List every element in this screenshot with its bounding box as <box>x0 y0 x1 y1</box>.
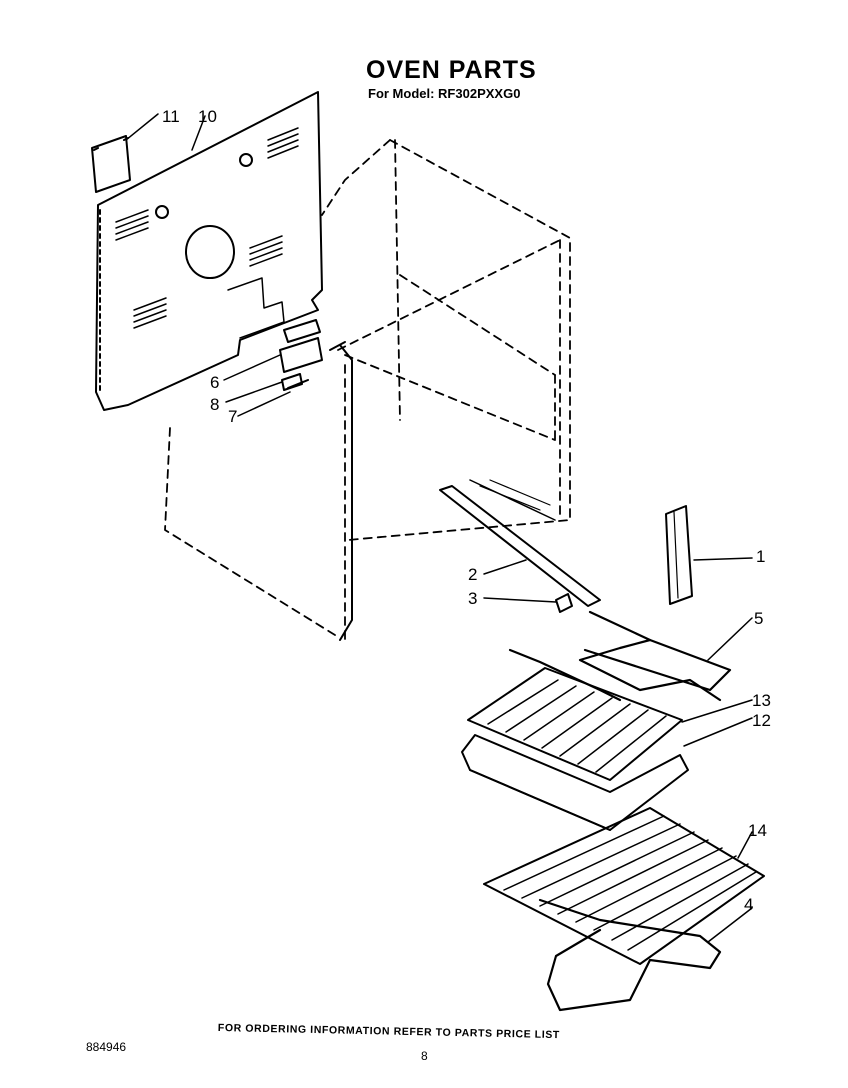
callout-5: 5 <box>754 609 763 628</box>
part-4-bake-element <box>538 898 722 1012</box>
part-10-back-panel <box>95 91 323 411</box>
part-11-bracket <box>91 135 131 193</box>
callout-13: 13 <box>752 691 771 710</box>
page-number: 8 <box>421 1049 428 1063</box>
callout-1: 1 <box>756 547 765 566</box>
part-2-bracket-bar <box>439 479 601 607</box>
callout-6: 6 <box>210 373 219 392</box>
callout-7: 7 <box>228 407 237 426</box>
callout-3: 3 <box>468 589 477 608</box>
part-5-broil-element <box>508 610 732 702</box>
callout-11: 11 <box>162 107 180 126</box>
callout-labels: 11 10 6 8 7 1 2 3 5 13 12 14 4 <box>162 107 771 914</box>
callout-2: 2 <box>468 565 477 584</box>
callout-12: 12 <box>752 711 771 730</box>
part-7-clip <box>287 379 309 389</box>
model-subtitle: For Model: RF302PXXG0 <box>368 86 521 101</box>
part-8-clip <box>281 373 303 391</box>
callout-14: 14 <box>748 821 767 840</box>
part-12-broiler-pan <box>461 734 689 831</box>
oven-side-panel <box>329 341 353 641</box>
callout-4: 4 <box>744 895 753 914</box>
oven-cavity-outline <box>164 139 571 641</box>
callout-8: 8 <box>210 395 219 414</box>
part-6-terminal-block <box>279 319 323 373</box>
callout-10: 10 <box>198 107 217 126</box>
part-14-oven-rack <box>483 807 765 965</box>
document-number: 884946 <box>86 1040 127 1054</box>
callout-leaders <box>125 113 753 943</box>
page-title: OVEN PARTS <box>366 56 537 84</box>
part-3-clip <box>555 593 573 613</box>
part-13-broiler-grid <box>467 667 683 781</box>
part-1-side-bracket <box>665 505 693 605</box>
